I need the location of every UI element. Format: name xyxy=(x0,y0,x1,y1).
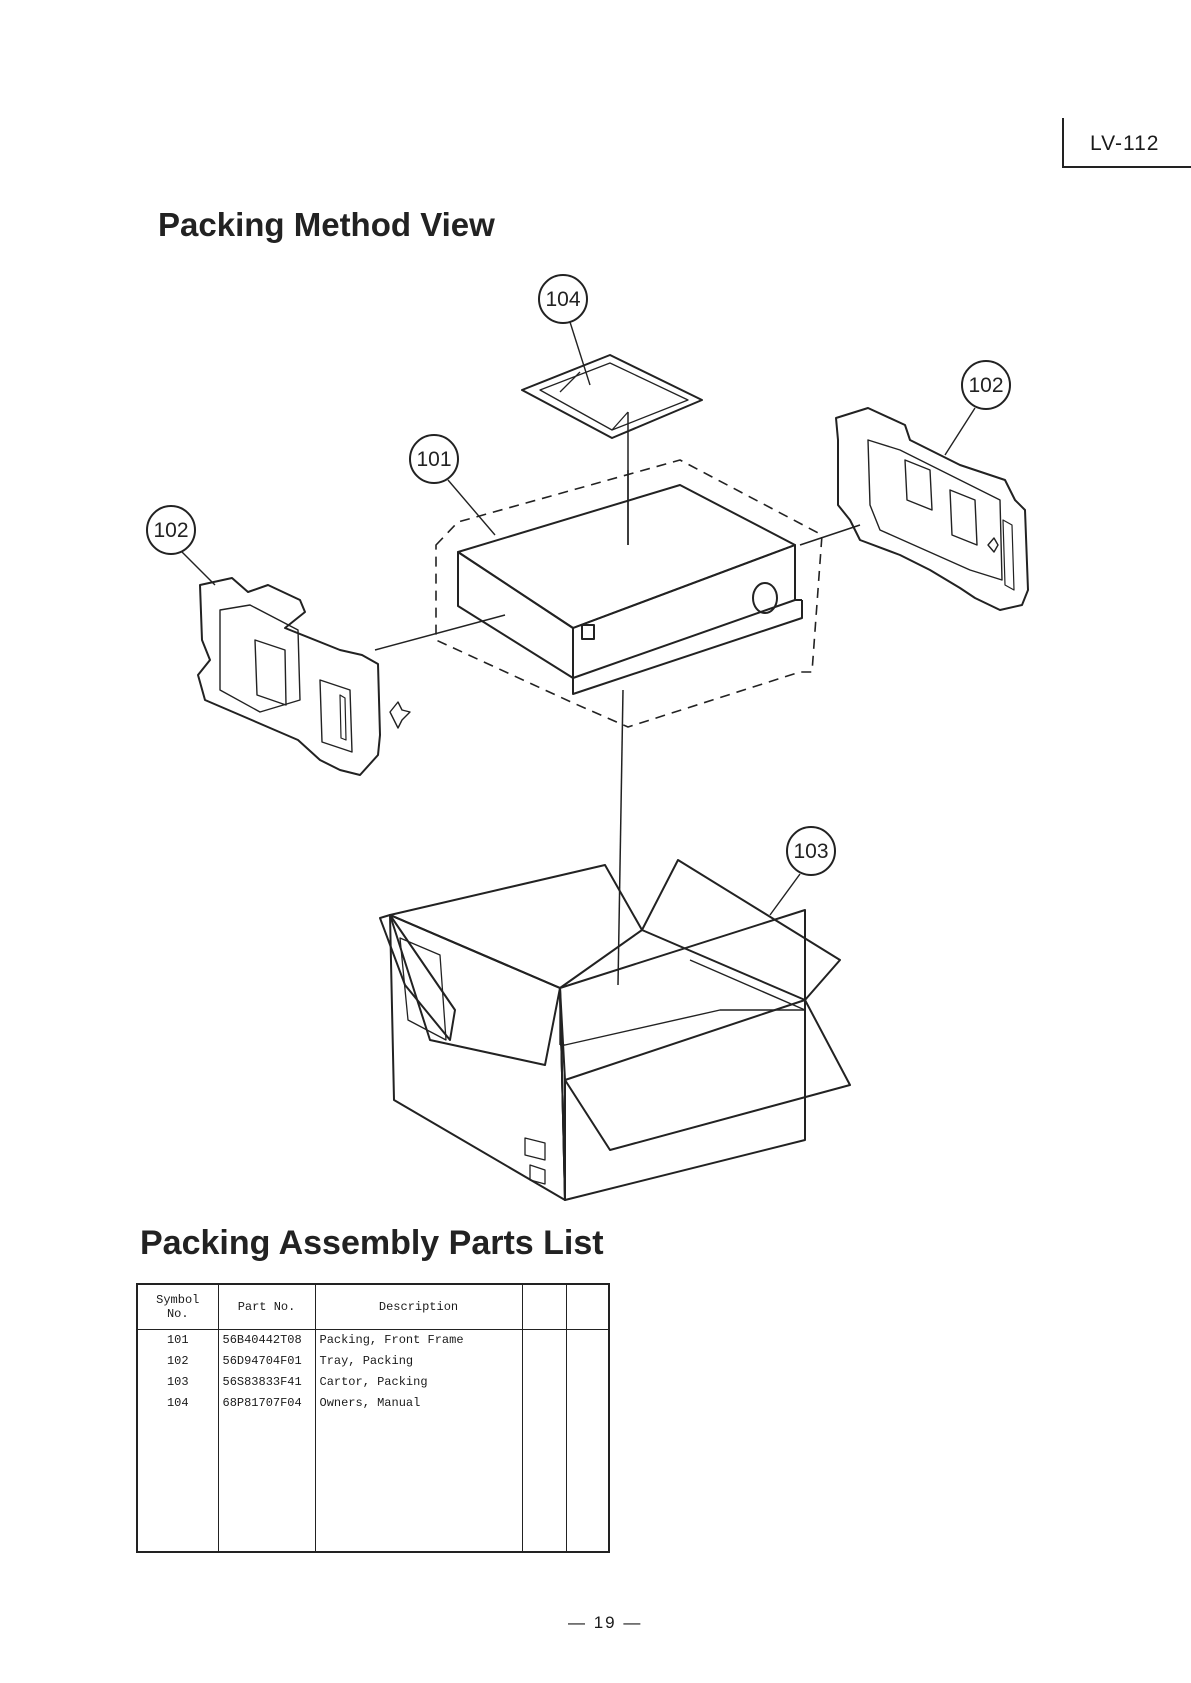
cell-symbol: 101 xyxy=(137,1330,218,1352)
cell-part-no: 56B40442T08 xyxy=(218,1330,315,1352)
col-blank-1 xyxy=(522,1284,566,1330)
cell-blank xyxy=(315,1414,522,1552)
callout-101-label: 101 xyxy=(416,448,451,471)
right-tray-drawing xyxy=(800,408,1028,610)
cell-blank xyxy=(566,1414,609,1552)
cell-blank xyxy=(522,1414,566,1552)
callout-102-left xyxy=(147,506,215,585)
callout-104-label: 104 xyxy=(545,288,580,311)
cell-symbol: 104 xyxy=(137,1393,218,1414)
owners-manual-drawing xyxy=(522,355,702,545)
callout-102-left-label: 102 xyxy=(153,519,188,542)
cell-description: Cartor, Packing xyxy=(315,1372,522,1393)
cell-part-no: 56S83833F41 xyxy=(218,1372,315,1393)
cell-description: Tray, Packing xyxy=(315,1351,522,1372)
cell-blank xyxy=(566,1372,609,1393)
cell-blank xyxy=(566,1351,609,1372)
col-symbol: Symbol No. xyxy=(137,1284,218,1330)
col-part-no: Part No. xyxy=(218,1284,315,1330)
col-blank-2 xyxy=(566,1284,609,1330)
cell-blank xyxy=(566,1393,609,1414)
table-row: 101 56B40442T08 Packing, Front Frame xyxy=(137,1330,609,1352)
carton-drawing xyxy=(380,860,850,1200)
cell-blank xyxy=(218,1414,315,1552)
cell-part-no: 68P81707F04 xyxy=(218,1393,315,1414)
cell-part-no: 56D94704F01 xyxy=(218,1351,315,1372)
table-row: 102 56D94704F01 Tray, Packing xyxy=(137,1351,609,1372)
cell-description: Owners, Manual xyxy=(315,1393,522,1414)
cell-blank xyxy=(522,1351,566,1372)
parts-table: Symbol No. Part No. Description 101 56B4… xyxy=(136,1283,610,1553)
table-row: 104 68P81707F04 Owners, Manual xyxy=(137,1393,609,1414)
cell-blank xyxy=(522,1330,566,1352)
table-row: 103 56S83833F41 Cartor, Packing xyxy=(137,1372,609,1393)
table-empty-row xyxy=(137,1414,609,1552)
cell-symbol: 102 xyxy=(137,1351,218,1372)
cell-blank xyxy=(566,1330,609,1352)
callout-103-label: 103 xyxy=(793,840,828,863)
cell-blank xyxy=(522,1393,566,1414)
parts-list-title: Packing Assembly Parts List xyxy=(140,1224,604,1263)
cell-blank xyxy=(522,1372,566,1393)
parts-table-header: Symbol No. Part No. Description xyxy=(137,1284,609,1330)
callout-102-right-label: 102 xyxy=(968,374,1003,397)
cell-symbol: 103 xyxy=(137,1372,218,1393)
col-description: Description xyxy=(315,1284,522,1330)
cell-description: Packing, Front Frame xyxy=(315,1330,522,1352)
page-number: — 19 — xyxy=(568,1613,642,1633)
cell-blank xyxy=(137,1414,218,1552)
